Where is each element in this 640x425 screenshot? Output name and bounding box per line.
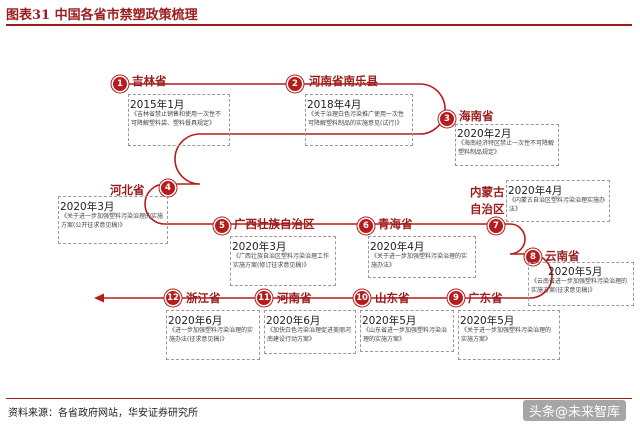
policy-description: 《关于进一步加强塑料污染治理的实施办法》 — [371, 253, 468, 269]
policy-date: 2020年4月 — [370, 241, 425, 253]
province-label: 云南省 — [545, 249, 580, 263]
policy-box — [128, 94, 230, 146]
policy-box — [264, 310, 356, 354]
timeline-node-6: 6 — [359, 219, 373, 233]
policy-box — [360, 310, 454, 352]
policy-box — [166, 310, 260, 360]
province-label: 青海省 — [378, 217, 413, 231]
timeline-node-5: 5 — [215, 219, 229, 233]
policy-box — [528, 262, 634, 306]
timeline-node-8: 8 — [526, 250, 540, 264]
province-label: 浙江省 — [186, 291, 221, 305]
policy-date: 2015年1月 — [130, 99, 185, 111]
policy-description: 《云南省进一步加强塑料污染治理的实施方案(征求意见稿)》 — [531, 278, 628, 294]
policy-date: 2020年3月 — [60, 201, 115, 213]
policy-description: 《关于进一步加强塑料污染治理的实施方案》 — [461, 327, 552, 343]
policy-description: 《海南经济特区禁止一次性不可降解塑料制品规定》 — [458, 140, 555, 156]
timeline-node-4: 4 — [161, 181, 175, 195]
policy-box — [305, 94, 413, 146]
province-label: 河南省 — [277, 291, 312, 305]
policy-description: 《加快白色污染治理促进美丽河南建设行动方案》 — [267, 327, 352, 343]
footer-divider — [6, 398, 632, 399]
policy-date: 2020年4月 — [508, 185, 563, 197]
source-note: 资料来源：各省政府网站，华安证券研究所 — [8, 408, 198, 419]
policy-description: 《山东省进一步加强塑料污染治理的实施方案》 — [363, 327, 448, 343]
timeline-node-9: 9 — [449, 291, 463, 305]
policy-description: 《进一步加强塑料污染治理的实施办法(征求意见稿)》 — [169, 327, 254, 343]
policy-date: 2020年5月 — [460, 315, 515, 327]
policy-description: 《关于进一步加强塑料污染治理的实施方案(公开征求意见稿)》 — [61, 213, 164, 229]
policy-date: 2020年5月 — [548, 266, 603, 278]
policy-date: 2020年6月 — [266, 315, 321, 327]
policy-description: 《内蒙古自治区塑料污染治理实施办法》 — [509, 197, 606, 213]
province-label: 吉林省 — [132, 74, 167, 88]
timeline-node-7: 7 — [489, 219, 503, 233]
policy-date: 2018年4月 — [307, 99, 362, 111]
policy-date: 2020年2月 — [457, 128, 512, 140]
timeline-node-10: 10 — [355, 291, 369, 305]
province-label: 山东省 — [375, 291, 410, 305]
timeline-node-1: 1 — [113, 77, 127, 91]
policy-box — [506, 180, 610, 222]
province-label: 河南省南乐县 — [309, 74, 378, 88]
province-label: 广西壮族自治区 — [234, 217, 315, 231]
policy-date: 2020年3月 — [232, 241, 287, 253]
province-label: 广东省 — [468, 291, 503, 305]
timeline-arrowhead — [94, 293, 104, 303]
policy-box — [368, 236, 476, 278]
policy-box — [455, 124, 559, 166]
title-divider — [6, 24, 632, 26]
watermark: 头条@未来智库 — [522, 400, 626, 421]
policy-description: 《关于治理白色污染推广使用一次性可降解塑料制品的实施意见(试行)》 — [308, 111, 405, 127]
policy-date: 2020年5月 — [362, 315, 417, 327]
timeline-node-12: 12 — [166, 291, 180, 305]
policy-box — [230, 236, 336, 286]
policy-description: 《广西壮族自治区塑料污染治理工作实施方案(修订征求意见稿)》 — [233, 253, 330, 269]
timeline-node-2: 2 — [288, 77, 302, 91]
timeline-node-11: 11 — [257, 291, 271, 305]
province-label: 内蒙古自治区 — [470, 185, 505, 216]
policy-description: 《吉林省禁止销售和使用一次性不可降解塑料袋、塑料餐具规定》 — [131, 111, 222, 127]
policy-box — [58, 196, 168, 244]
province-label: 海南省 — [459, 109, 494, 123]
timeline-node-3: 3 — [440, 112, 454, 126]
policy-date: 2020年6月 — [168, 315, 223, 327]
policy-box — [458, 310, 560, 360]
figure-title: 图表31 中国各省市禁塑政策梳理 — [6, 8, 198, 23]
province-label: 河北省 — [110, 183, 145, 197]
